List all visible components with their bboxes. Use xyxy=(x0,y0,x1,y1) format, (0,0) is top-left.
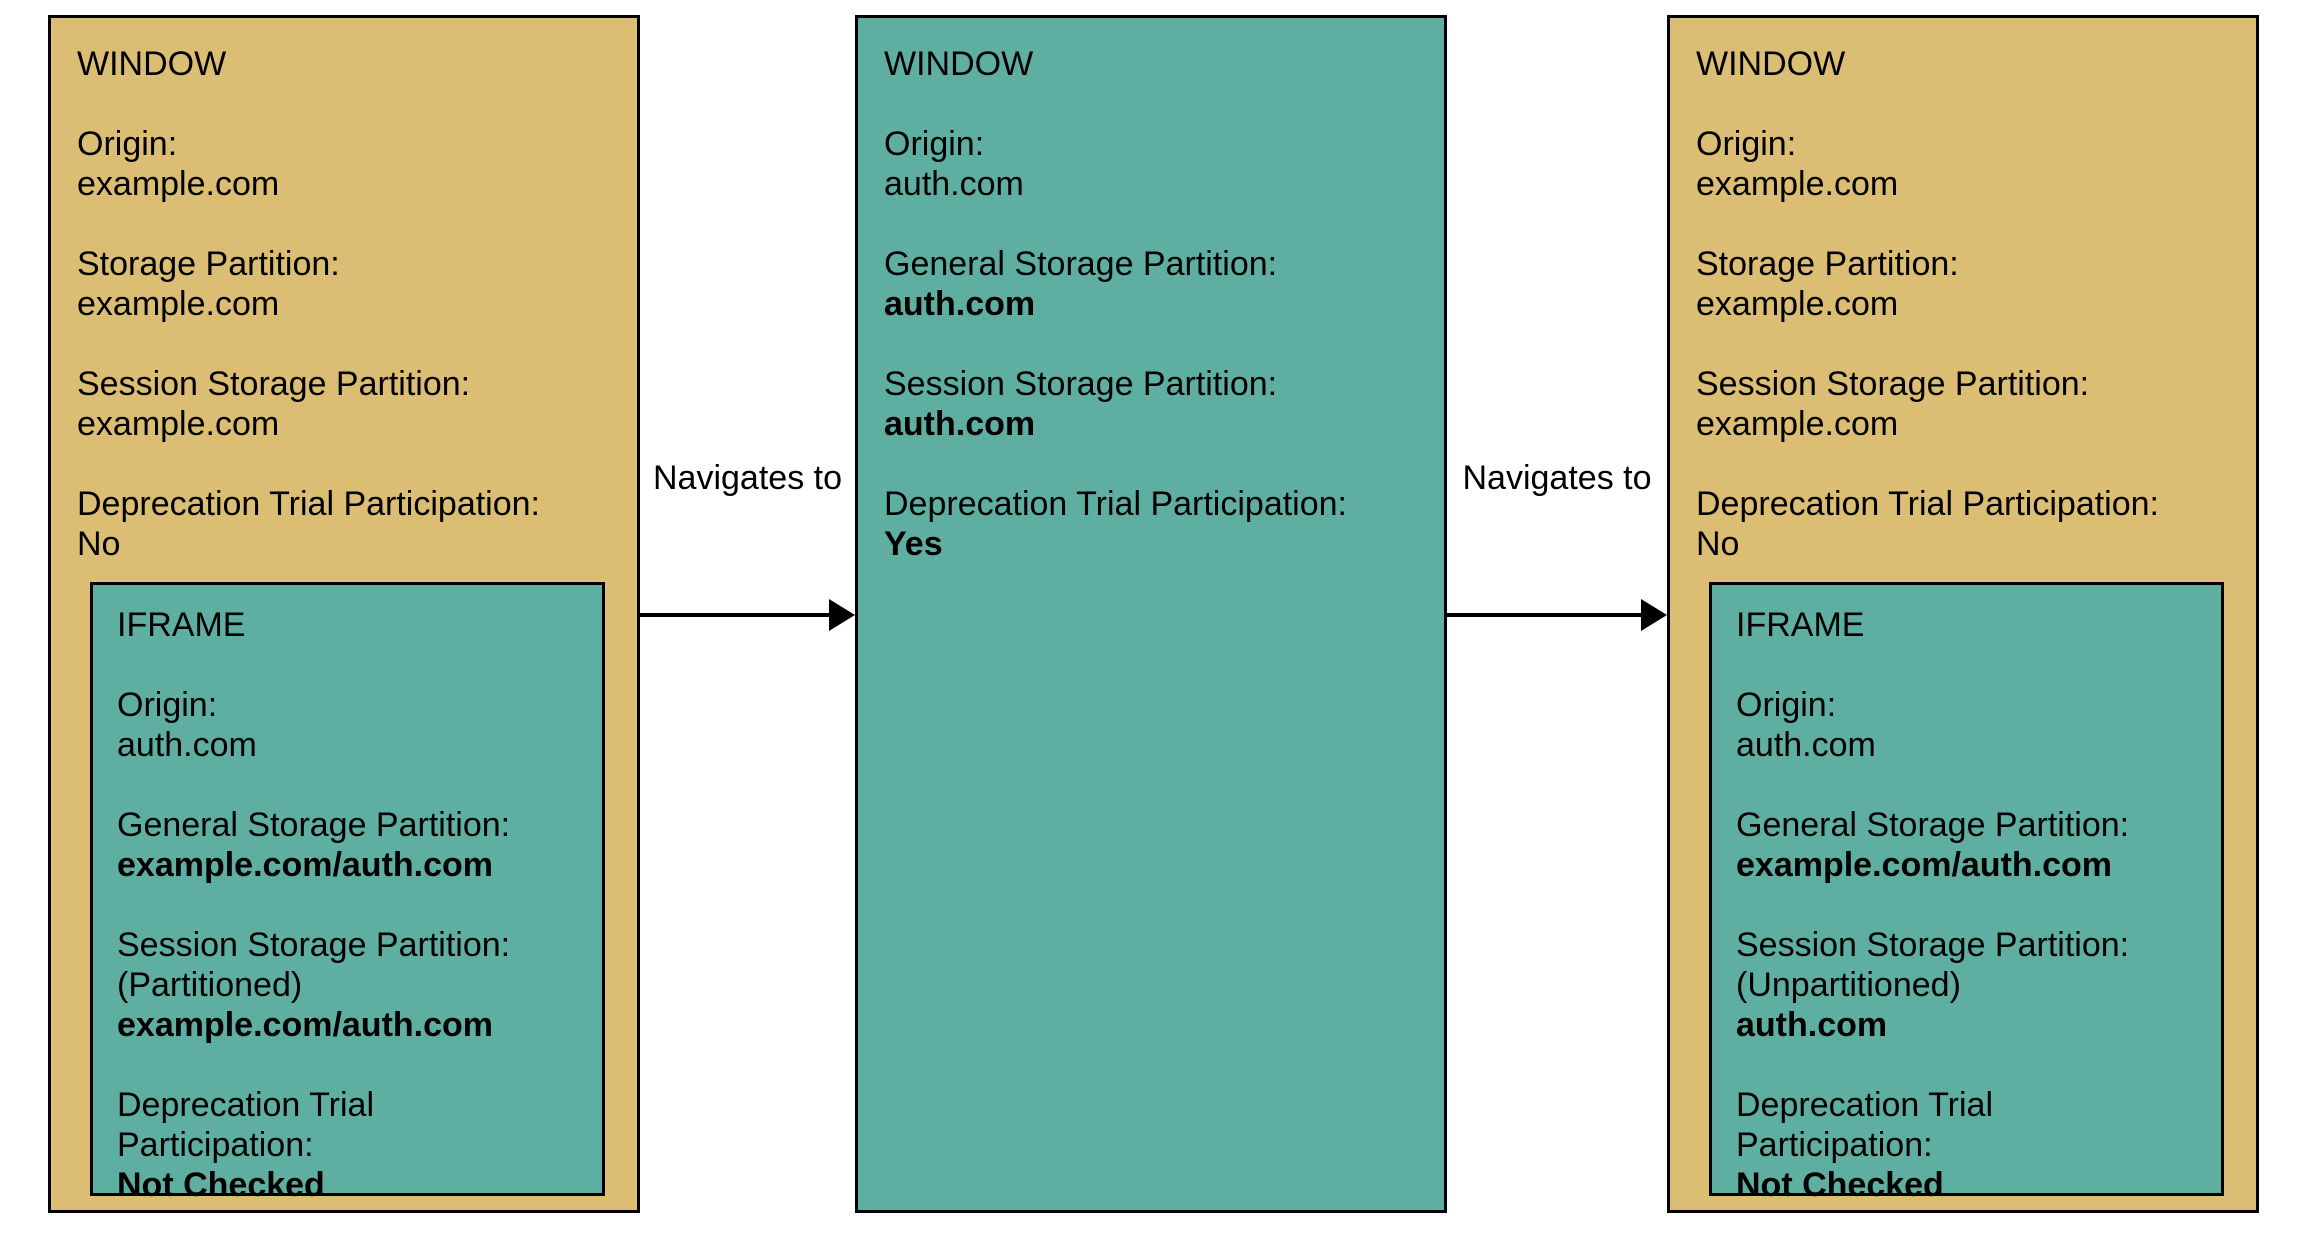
field-text: (Unpartitioned) xyxy=(1736,966,1961,1004)
iframe-title: IFRAME xyxy=(117,606,246,644)
field-text: Origin: xyxy=(1696,125,1797,163)
field-text: Deprecation Trial Participation: xyxy=(117,1086,375,1164)
field-paragraph: Deprecation Trial Participation:Yes xyxy=(884,484,1418,564)
field-text: No xyxy=(1696,525,1740,563)
arrow-head-icon xyxy=(1641,599,1667,631)
field-text: Storage Partition: xyxy=(77,245,340,283)
field-paragraph: General Storage Partition:example.com/au… xyxy=(1736,805,2197,885)
field-text: Session Storage Partition: xyxy=(117,926,511,964)
field-paragraph: Session Storage Partition:example.com xyxy=(77,364,611,444)
field-paragraph: Session Storage Partition:auth.com xyxy=(884,364,1418,444)
field-value: example.com/auth.com xyxy=(117,846,494,884)
field-text: Session Storage Partition: xyxy=(1736,926,2130,964)
field-value: Yes xyxy=(884,525,943,563)
field-text: General Storage Partition: xyxy=(117,806,511,844)
iframe-title: IFRAME xyxy=(1736,606,1865,644)
field-paragraph: Storage Partition:example.com xyxy=(77,244,611,324)
field-text: example.com xyxy=(1696,285,1899,323)
field-text: General Storage Partition: xyxy=(1736,806,2130,844)
field-paragraph: Session Storage Partition:(Unpartitioned… xyxy=(1736,925,2197,1045)
field-text: auth.com xyxy=(117,726,257,764)
field-text: Session Storage Partition: xyxy=(884,365,1278,403)
field-value: auth.com xyxy=(884,285,1036,323)
arrow-label: Navigates to xyxy=(1462,459,1652,497)
field-text: Session Storage Partition: xyxy=(1696,365,2090,403)
field-paragraph: Deprecation Trial Participation:Not Chec… xyxy=(1736,1085,2197,1205)
field-paragraph: Origin:auth.com xyxy=(117,685,578,765)
field-text: example.com xyxy=(77,285,280,323)
window-title: WINDOW xyxy=(77,45,227,83)
field-text: example.com xyxy=(77,165,280,203)
field-text: General Storage Partition: xyxy=(884,245,1278,283)
field-text: Deprecation Trial Participation: xyxy=(77,485,541,523)
field-text: auth.com xyxy=(1736,726,1876,764)
field-text: Origin: xyxy=(884,125,985,163)
field-paragraph: Session Storage Partition:(Partitioned)e… xyxy=(117,925,578,1045)
field-value: Not Checked xyxy=(1736,1166,1944,1204)
field-text: example.com xyxy=(1696,165,1899,203)
field-text: Origin: xyxy=(117,686,218,724)
field-text: Origin: xyxy=(1736,686,1837,724)
field-paragraph: Origin:example.com xyxy=(1696,124,2230,204)
window-title: WINDOW xyxy=(1696,45,1846,83)
field-text: (Partitioned) xyxy=(117,966,303,1004)
field-value: example.com/auth.com xyxy=(1736,846,2113,884)
field-paragraph: Origin:example.com xyxy=(77,124,611,204)
field-value: example.com/auth.com xyxy=(117,1006,494,1044)
field-value: auth.com xyxy=(1736,1006,1888,1044)
field-text: auth.com xyxy=(884,165,1024,203)
field-paragraph: Origin:auth.com xyxy=(1736,685,2197,765)
field-text: No xyxy=(77,525,121,563)
field-paragraph: General Storage Partition:example.com/au… xyxy=(117,805,578,885)
field-text: example.com xyxy=(1696,405,1899,443)
field-value: Not Checked xyxy=(117,1166,325,1204)
arrow-head-icon xyxy=(829,599,855,631)
field-paragraph: Origin:auth.com xyxy=(884,124,1418,204)
field-text: Deprecation Trial Participation: xyxy=(884,485,1348,523)
field-text: Deprecation Trial Participation: xyxy=(1736,1086,1994,1164)
field-paragraph: Deprecation Trial Participation:No xyxy=(1696,484,2230,564)
arrow-line xyxy=(1447,613,1645,617)
arrow-line xyxy=(640,613,833,617)
field-paragraph: Deprecation Trial Participation:No xyxy=(77,484,611,564)
navigates-arrow-2: Navigates to xyxy=(1447,0,1667,1244)
arrow-label: Navigates to xyxy=(653,459,842,497)
field-paragraph: Deprecation Trial Participation:Not Chec… xyxy=(117,1085,578,1205)
navigates-arrow-1: Navigates to xyxy=(640,0,855,1244)
field-text: Origin: xyxy=(77,125,178,163)
field-text: Deprecation Trial Participation: xyxy=(1696,485,2160,523)
field-value: auth.com xyxy=(884,405,1036,443)
field-text: Storage Partition: xyxy=(1696,245,1959,283)
field-paragraph: Storage Partition:example.com xyxy=(1696,244,2230,324)
field-paragraph: Session Storage Partition:example.com xyxy=(1696,364,2230,444)
field-paragraph: General Storage Partition:auth.com xyxy=(884,244,1418,324)
field-text: Session Storage Partition: xyxy=(77,365,471,403)
window-title: WINDOW xyxy=(884,45,1034,83)
field-text: example.com xyxy=(77,405,280,443)
